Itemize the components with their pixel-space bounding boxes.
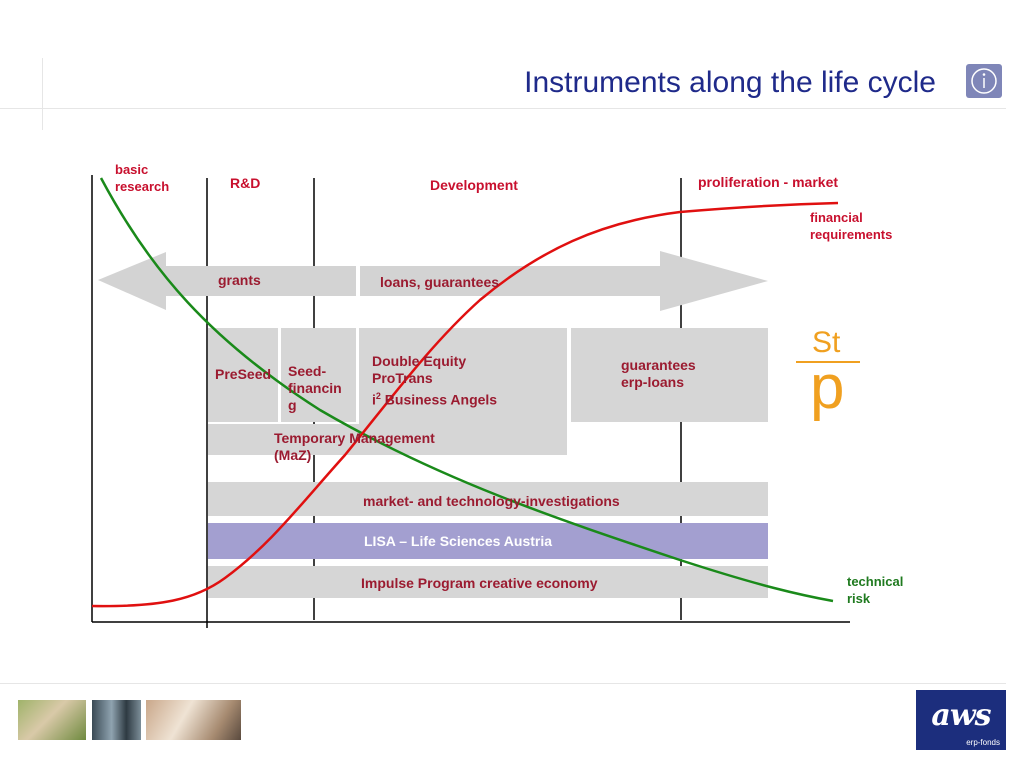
erp-fonds-logo-text: erp-fonds [966, 738, 1000, 747]
aws-logo-text: aws [931, 698, 991, 733]
grants-arrow [98, 252, 356, 310]
guarantees-erp-loans-label: guarantees erp-loans [621, 357, 696, 390]
header-divider [0, 108, 1006, 109]
page-title: Instruments along the life cycle [524, 66, 936, 99]
footer-photo-person [146, 700, 241, 740]
info-circle-icon [971, 68, 997, 94]
business-angels-label: i2 Business Angels [372, 391, 498, 408]
seed-financing-label: Seed- financin g [288, 363, 342, 413]
loans-arrow [360, 251, 768, 311]
footer-photo-plants [18, 700, 86, 740]
grants-label: grants [218, 272, 261, 288]
stp-logo-line [796, 361, 860, 363]
header-left-rule [42, 58, 43, 130]
stp-logo-top: St [812, 326, 841, 359]
footer-divider [0, 683, 1006, 684]
preseed-label: PreSeed [215, 366, 272, 382]
lisa-label: LISA – Life Sciences Austria [364, 533, 553, 549]
loans-guarantees-label: loans, guarantees [380, 274, 500, 290]
market-tech-box [208, 482, 768, 516]
temp-mgmt-box [208, 424, 567, 455]
financial-requirements-curve [91, 201, 839, 608]
impulse-program-label: Impulse Program creative economy [361, 575, 598, 591]
impulse-box [208, 566, 768, 598]
preseed-box [208, 328, 278, 422]
equity-box [359, 328, 567, 424]
temporary-management-label: Temporary Management (MaZ) [274, 430, 435, 463]
aws-erp-fonds-logo: aws erp-fonds [916, 690, 1006, 750]
info-button[interactable] [966, 64, 1002, 98]
technical-risk-curve [99, 177, 834, 603]
lisa-box [208, 523, 768, 559]
phase-label-basic-research: basic research [115, 162, 170, 194]
technical-risk-label: technical risk [847, 574, 904, 606]
phase-label-development: Development [430, 177, 518, 193]
financial-requirements-label: financial requirements [810, 210, 893, 242]
lifecycle-diagram [91, 175, 850, 628]
market-tech-label: market- and technology-investigations [363, 493, 620, 509]
guarantees-box [571, 328, 768, 422]
stp-logo-bottom: p [810, 353, 845, 422]
phase-label-rd: R&D [230, 175, 261, 191]
double-equity-label: Double Equity ProTrans [372, 353, 467, 386]
seed-box [281, 328, 356, 422]
footer-photo-building [92, 700, 141, 740]
phase-label-proliferation: proliferation - market [698, 174, 839, 190]
